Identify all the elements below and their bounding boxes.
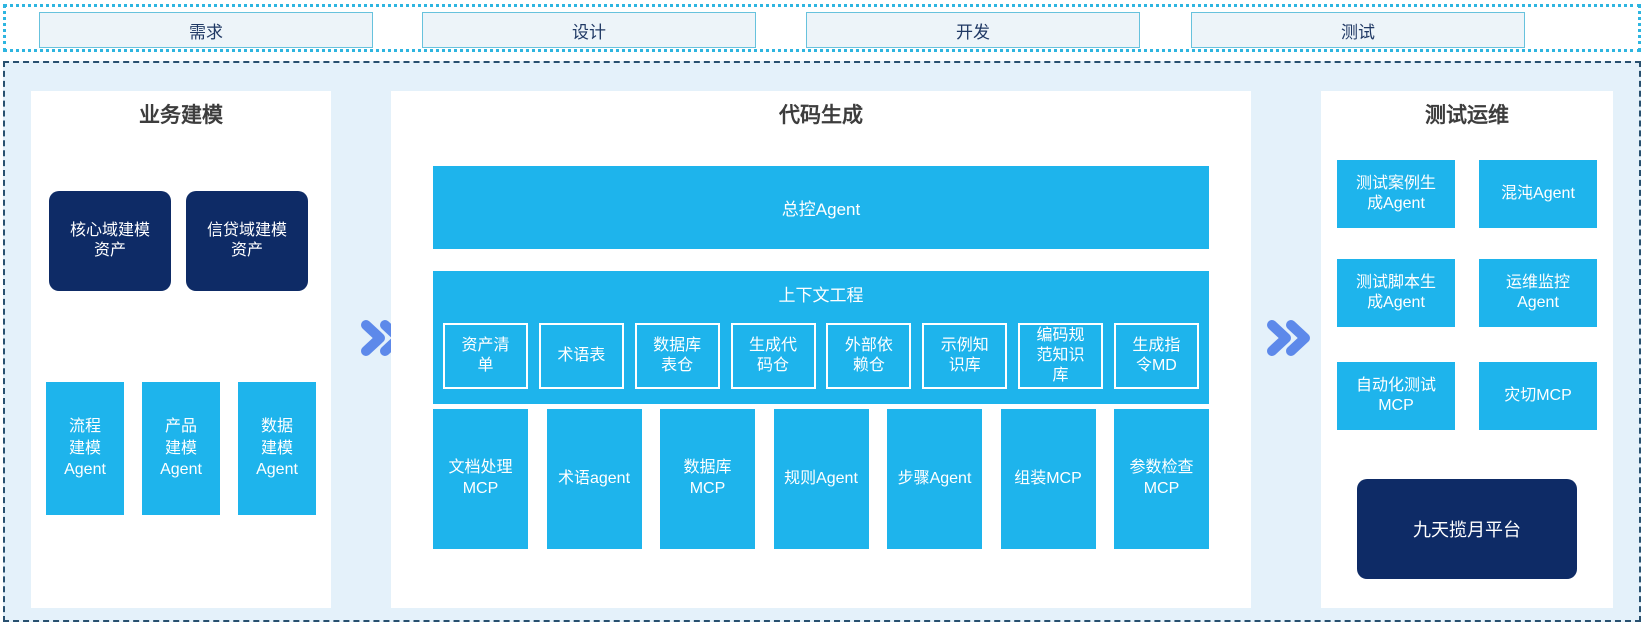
panel-title-code-generation: 代码生成 xyxy=(779,104,863,127)
generation-instruction-md-box: 生成指 令MD xyxy=(1113,323,1199,389)
context-engineering-row: 资产清 单 术语表 数据库 表仓 生成代 码仓 外部依 赖仓 示例知 识库 编码… xyxy=(443,323,1199,391)
disaster-switch-mcp-box: 灾切MCP xyxy=(1479,362,1597,430)
double-chevron-right-icon xyxy=(1267,319,1311,357)
steps-agent-box: 步骤Agent xyxy=(887,409,982,549)
coding-standards-knowledge-base-box: 编码规 范知识 库 xyxy=(1018,323,1104,389)
test-ops-panel: 测试运维 测试案例生 成Agent 混沌Agent 测试脚本生 成Agent 运… xyxy=(1321,91,1613,608)
phase-testing: 测试 xyxy=(1191,12,1525,48)
code-generation-agents-row: 文档处理 MCP 术语agent 数据库 MCP 规则Agent 步骤Agent… xyxy=(433,409,1209,549)
terminology-agent-box: 术语agent xyxy=(546,409,642,549)
panel-title-test-ops: 测试运维 xyxy=(1425,104,1509,127)
context-engineering-title: 上下文工程 xyxy=(778,286,864,305)
ops-monitoring-agent-box: 运维监控 Agent xyxy=(1479,259,1597,327)
code-generation-panel: 代码生成 总控Agent 上下文工程 资产清 单 术语表 数据库 表仓 生成代 … xyxy=(391,91,1251,608)
phase-label: 测试 xyxy=(1341,22,1375,42)
jiutian-lanyue-platform-box: 九天揽月平台 xyxy=(1357,479,1577,579)
test-script-generation-agent-box: 测试脚本生 成Agent xyxy=(1337,259,1455,327)
external-dependency-repo-box: 外部依 赖仓 xyxy=(826,323,912,389)
db-table-repo-box: 数据库 表仓 xyxy=(634,323,720,389)
asset-list-box: 资产清 单 xyxy=(443,323,528,389)
database-mcp-box: 数据库 MCP xyxy=(660,409,755,549)
process-modeling-agent-box: 流程 建模 Agent xyxy=(46,382,124,515)
core-domain-assets-box: 核心域建模 资产 xyxy=(49,191,171,291)
example-knowledge-base-box: 示例知 识库 xyxy=(922,323,1008,389)
phase-label: 需求 xyxy=(189,22,223,42)
phase-label: 设计 xyxy=(572,22,606,42)
credit-domain-assets-box: 信贷域建模 资产 xyxy=(186,191,308,291)
phase-label: 开发 xyxy=(956,22,990,42)
panel-title-business-modeling: 业务建模 xyxy=(139,104,223,127)
parameter-check-mcp-box: 参数检查 MCP xyxy=(1114,409,1209,549)
master-control-agent-bar: 总控Agent xyxy=(433,166,1209,249)
automated-testing-mcp-box: 自动化测试 MCP xyxy=(1337,362,1455,430)
doc-processing-mcp-box: 文档处理 MCP xyxy=(433,409,528,549)
phase-bar: 需求 设计 开发 测试 xyxy=(3,4,1641,52)
glossary-box: 术语表 xyxy=(538,323,624,389)
assembly-mcp-box: 组装MCP xyxy=(1000,409,1096,549)
rules-agent-box: 规则Agent xyxy=(773,409,869,549)
context-engineering-container: 上下文工程 资产清 单 术语表 数据库 表仓 生成代 码仓 外部依 赖仓 示例知… xyxy=(433,271,1209,404)
test-case-generation-agent-box: 测试案例生 成Agent xyxy=(1337,160,1455,228)
phase-design: 设计 xyxy=(422,12,756,48)
chaos-agent-box: 混沌Agent xyxy=(1479,160,1597,228)
phase-requirements: 需求 xyxy=(39,12,373,48)
pipeline-container: 业务建模 核心域建模 资产 信贷域建模 资产 流程 建模 Agent 产品 建模… xyxy=(3,61,1641,622)
product-modeling-agent-box: 产品 建模 Agent xyxy=(142,382,220,515)
business-modeling-panel: 业务建模 核心域建模 资产 信贷域建模 资产 流程 建模 Agent 产品 建模… xyxy=(31,91,331,608)
data-modeling-agent-box: 数据 建模 Agent xyxy=(238,382,316,515)
generated-code-repo-box: 生成代 码仓 xyxy=(730,323,816,389)
phase-development: 开发 xyxy=(806,12,1140,48)
